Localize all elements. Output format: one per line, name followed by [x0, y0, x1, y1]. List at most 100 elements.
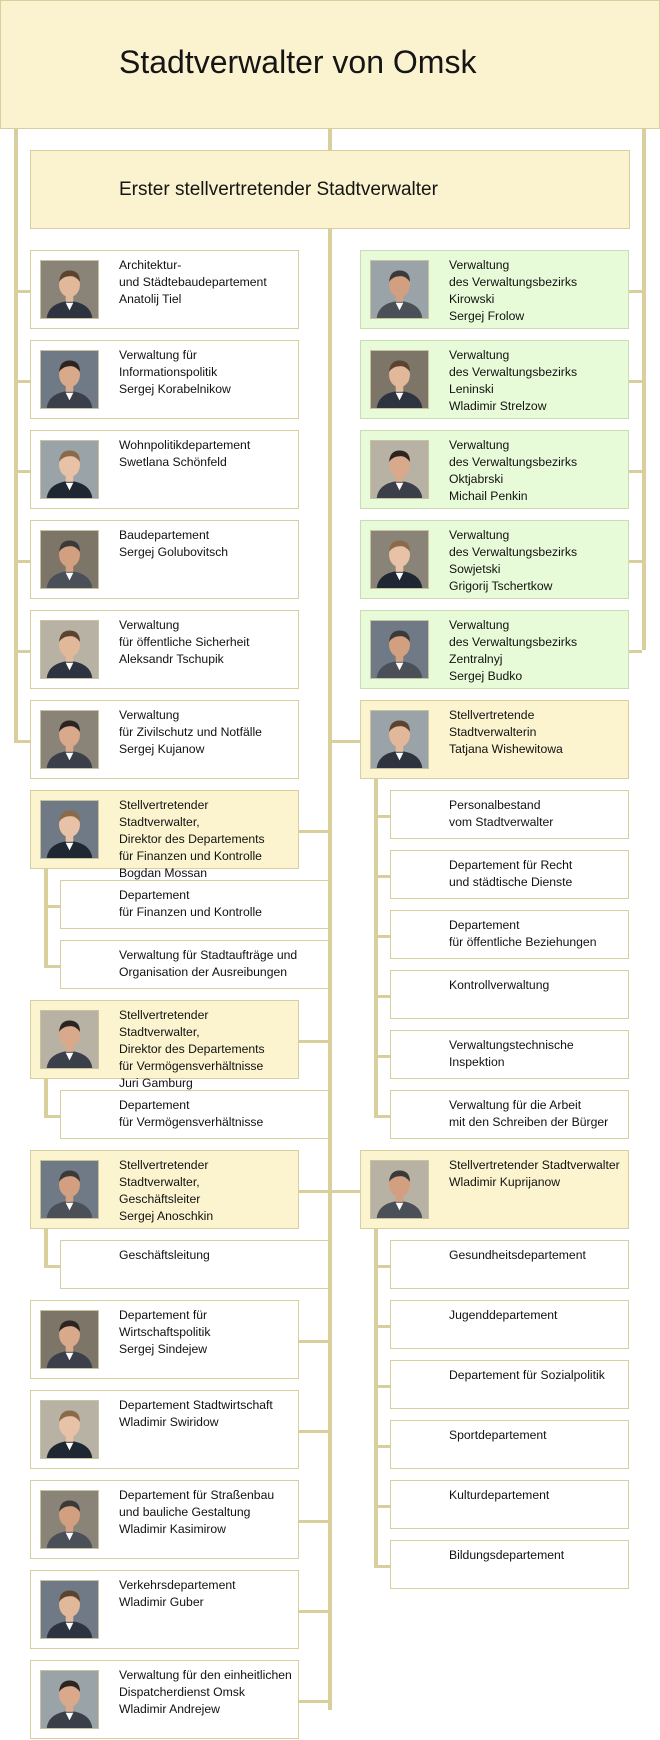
department-box: Departement Stadtwirtschaft Wladimir Swi…	[30, 1390, 299, 1469]
portrait-photo	[40, 1490, 99, 1549]
branch-line	[14, 740, 30, 743]
box-label: Stellvertretender Stadtverwalter Wladimi…	[449, 1158, 620, 1189]
box-label: Verwaltung des Verwaltungsbezirks Kirows…	[449, 258, 578, 323]
box-label: Departement für öffentliche Beziehungen	[449, 918, 597, 949]
department-box: Verwaltung für den einheitlichen Dispatc…	[30, 1660, 299, 1739]
sub-spine-line	[374, 779, 378, 1118]
portrait-photo	[370, 1160, 429, 1219]
sub-unit-box: Departement für Sozialpolitik	[390, 1360, 629, 1409]
sub-unit-box: Departement für Finanzen und Kontrolle	[60, 880, 329, 929]
box-label: Gesundheitsdepartement	[449, 1248, 586, 1262]
branch-line	[14, 560, 30, 563]
portrait-photo	[40, 1580, 99, 1639]
branch-line	[14, 290, 30, 293]
box-label: Architektur- und Städtebaudepartement An…	[119, 258, 267, 306]
branch-line	[374, 1325, 390, 1328]
portrait-photo	[370, 710, 429, 769]
sub-unit-box: Sportdepartement	[390, 1420, 629, 1469]
portrait-photo	[370, 350, 429, 409]
branch-line	[374, 1265, 390, 1268]
branch-line	[374, 1565, 390, 1568]
department-box: Stellvertretender Stadtverwalter, Direkt…	[30, 1000, 299, 1090]
sub-unit-box: Bildungsdepartement	[390, 1540, 629, 1589]
portrait-photo	[370, 440, 429, 499]
branch-line	[299, 1190, 328, 1193]
department-box: Verwaltung des Verwaltungsbezirks Sowjet…	[360, 520, 629, 599]
portrait-photo	[40, 530, 99, 589]
trunk-line	[328, 229, 332, 1710]
left-spine-line	[14, 129, 18, 740]
department-box: Stellvertretender Stadtverwalter, Geschä…	[30, 1150, 299, 1229]
department-box: Verwaltung für Informationspolitik Serge…	[30, 340, 299, 419]
sub-unit-box: Departement für Vermögensverhältnisse	[60, 1090, 329, 1139]
right-spine-line	[642, 129, 646, 650]
box-label: Departement für Wirtschaftspolitik Serge…	[119, 1308, 211, 1356]
branch-line	[332, 1190, 360, 1193]
branch-line	[299, 1430, 328, 1433]
portrait-photo	[40, 800, 99, 859]
box-label: Jugenddepartement	[449, 1308, 558, 1322]
portrait-photo	[40, 260, 99, 319]
department-box: Verkehrsdepartement Wladimir Guber	[30, 1570, 299, 1649]
first-deputy-box: Erster stellvertretender Stadtverwalter	[30, 150, 630, 229]
department-box: Wohnpolitikdepartement Swetlana Schönfel…	[30, 430, 299, 509]
department-box: Verwaltung für öffentliche Sicherheit Al…	[30, 610, 299, 689]
branch-line	[374, 1385, 390, 1388]
department-box: Stellvertretende Stadtverwalterin Tatjan…	[360, 700, 629, 779]
sub-unit-box: Verwaltung für Stadtaufträge und Organis…	[60, 940, 329, 989]
sub-unit-box: Departement für öffentliche Beziehungen	[390, 910, 629, 959]
box-label: Stellvertretender Stadtverwalter, Direkt…	[119, 798, 265, 880]
box-label: Bildungsdepartement	[449, 1548, 565, 1562]
branch-line	[629, 380, 642, 383]
branch-line	[629, 470, 642, 473]
branch-line	[299, 1700, 328, 1703]
department-box: Stellvertretender Stadtverwalter Wladimi…	[360, 1150, 629, 1229]
portrait-photo	[40, 1010, 99, 1069]
sub-unit-box: Gesundheitsdepartement	[390, 1240, 629, 1289]
portrait-photo	[40, 710, 99, 769]
box-label: Departement für Vermögensverhältnisse	[119, 1098, 264, 1129]
box-label: Verwaltungstechnische Inspektion	[449, 1038, 574, 1069]
department-box: Verwaltung des Verwaltungsbezirks Lenins…	[360, 340, 629, 419]
branch-line	[14, 380, 30, 383]
portrait-photo	[370, 620, 429, 679]
box-label: Verwaltung für den einheitlichen Dispatc…	[119, 1668, 292, 1716]
box-label: Verwaltung des Verwaltungsbezirks Zentra…	[449, 618, 578, 683]
branch-line	[299, 1610, 328, 1613]
portrait-photo	[370, 260, 429, 319]
branch-line	[299, 1040, 328, 1043]
portrait-photo	[40, 350, 99, 409]
sub-unit-box: Jugenddepartement	[390, 1300, 629, 1349]
branch-line	[44, 965, 60, 968]
branch-line	[299, 830, 328, 833]
box-label: Verwaltung des Verwaltungsbezirks Lenins…	[449, 348, 578, 413]
box-label: Personalbestand vom Stadtverwalter	[449, 798, 554, 829]
sub-unit-box: Verwaltungstechnische Inspektion	[390, 1030, 629, 1079]
box-label: Geschäftsleitung	[119, 1248, 210, 1262]
branch-line	[374, 1055, 390, 1058]
portrait-photo	[40, 440, 99, 499]
department-box: Verwaltung für Zivilschutz und Notfälle …	[30, 700, 299, 779]
portrait-photo	[40, 1400, 99, 1459]
box-label: Baudepartement Sergej Golubovitsch	[119, 528, 229, 559]
sub-unit-box: Departement für Recht und städtische Die…	[390, 850, 629, 899]
box-label: Stellvertretender Stadtverwalter, Direkt…	[119, 1008, 265, 1090]
branch-line	[374, 1505, 390, 1508]
sub-spine-line	[44, 1229, 48, 1268]
branch-line	[44, 1115, 60, 1118]
department-box: Architektur- und Städtebaudepartement An…	[30, 250, 299, 329]
branch-line	[14, 650, 30, 653]
portrait-photo	[40, 1310, 99, 1369]
box-label: Departement für Straßenbau und bauliche …	[119, 1488, 275, 1536]
box-label: Verwaltung für die Arbeit mit den Schrei…	[449, 1098, 609, 1129]
department-box: Stellvertretender Stadtverwalter, Direkt…	[30, 790, 299, 880]
sub-spine-line	[374, 1229, 378, 1568]
branch-line	[44, 1265, 60, 1268]
box-label: Departement für Sozialpolitik	[449, 1368, 605, 1382]
branch-line	[374, 995, 390, 998]
box-label: Verkehrsdepartement Wladimir Guber	[119, 1578, 236, 1609]
trunk-line	[328, 129, 332, 150]
branch-line	[374, 1115, 390, 1118]
sub-spine-line	[44, 869, 48, 968]
